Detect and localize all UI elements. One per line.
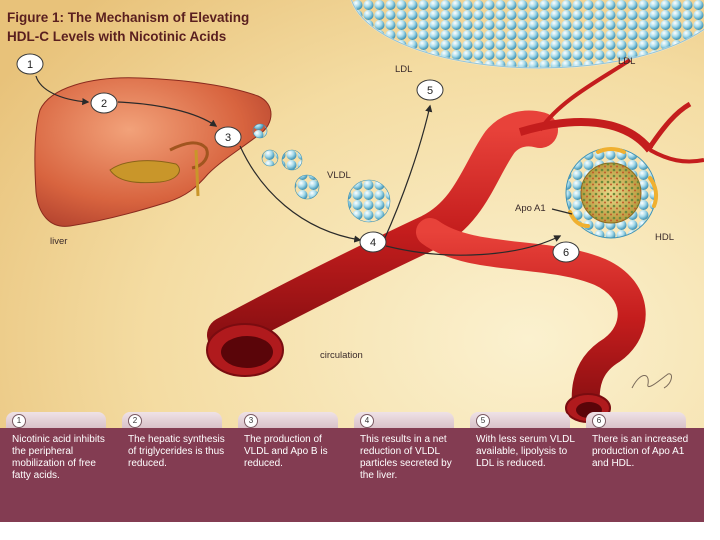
figure-title: Figure 1: The Mechanism of Elevating HDL… xyxy=(7,8,249,46)
step-marker-2-label: 2 xyxy=(101,98,107,110)
step-panel-5-number: 5 xyxy=(476,414,490,428)
apo-a1-leader xyxy=(551,208,573,215)
ldl-large-particle xyxy=(350,0,704,69)
step-panel-3-tab xyxy=(238,412,338,428)
step-panel-5-text: With less serum VLDL available, lipolysi… xyxy=(476,434,575,469)
figure: 1 2 3 4 5 6 xyxy=(0,0,704,522)
blood-vessel xyxy=(206,58,704,423)
step-panel-6: 6 There is an increased production of Ap… xyxy=(580,412,694,522)
step-marker-4-label: 4 xyxy=(370,237,376,249)
label-ldl-right: LDL xyxy=(618,56,636,67)
step-panel-4-tab xyxy=(354,412,454,428)
step-panel-6-text: There is an increased production of Apo … xyxy=(592,434,689,469)
step-panel-4: 4 This results in a net reduction of VLD… xyxy=(348,412,462,522)
step-marker-6: 6 xyxy=(552,241,580,263)
caption-band-highlight xyxy=(0,428,704,522)
step-panel-5-tab xyxy=(470,412,570,428)
arrow-2-to-3 xyxy=(117,101,218,127)
caption-band xyxy=(0,428,704,522)
step-panel-2: 2 The hepatic synthesis of triglycerides… xyxy=(116,412,230,522)
step-marker-1-label: 1 xyxy=(27,59,33,71)
step-panel-3-number: 3 xyxy=(244,414,258,428)
step-panel-5: 5 With less serum VLDL available, lipoly… xyxy=(464,412,578,522)
figure-title-line-2: HDL-C Levels with Nicotinic Acids xyxy=(7,29,227,44)
step-panel-3: 3 The production of VLDL and Apo B is re… xyxy=(232,412,346,522)
step-marker-2: 2 xyxy=(90,92,118,114)
step-panel-2-tab xyxy=(122,412,222,428)
step-marker-4: 4 xyxy=(359,231,387,253)
label-circulation: circulation xyxy=(320,350,363,361)
label-apo-a1: Apo A1 xyxy=(515,203,546,214)
step-marker-3: 3 xyxy=(214,126,242,148)
step-marker-3-label: 3 xyxy=(225,132,231,144)
step-panel-2-number: 2 xyxy=(128,414,142,428)
step-panel-2-text: The hepatic synthesis of triglycerides i… xyxy=(128,434,225,469)
liver-illustration xyxy=(34,77,272,227)
step-panel-4-text: This results in a net reduction of VLDL … xyxy=(360,434,452,481)
step-panel-1: 1 Nicotinic acid inhibits the peripheral… xyxy=(0,412,114,522)
artist-signature xyxy=(631,373,672,389)
step-marker-5-label: 5 xyxy=(427,85,433,97)
step-panel-3-text: The production of VLDL and Apo B is redu… xyxy=(244,434,328,469)
vldl-particles xyxy=(252,123,391,223)
arrow-4-to-5 xyxy=(383,104,433,241)
step-panel-6-tab xyxy=(586,412,686,428)
step-marker-6-label: 6 xyxy=(563,247,569,259)
label-ldl-top: LDL xyxy=(395,64,413,75)
step-marker-5: 5 xyxy=(416,79,444,101)
pathway-arrows xyxy=(35,75,573,256)
step-panel-6-number: 6 xyxy=(592,414,606,428)
label-hdl: HDL xyxy=(655,232,675,243)
step-panel-1-tab xyxy=(6,412,106,428)
arrow-3-to-4 xyxy=(239,145,362,243)
step-panel-4-number: 4 xyxy=(360,414,374,428)
illustration: 1 2 3 4 5 6 xyxy=(0,0,704,522)
arrow-1-to-2 xyxy=(35,75,90,106)
step-panel-1-number: 1 xyxy=(12,414,26,428)
figure-title-line-1: Figure 1: The Mechanism of Elevating xyxy=(7,10,250,25)
step-panel-1-text: Nicotinic acid inhibits the peripheral m… xyxy=(12,434,105,481)
label-vldl: VLDL xyxy=(327,170,351,181)
hdl-particle xyxy=(565,147,659,239)
step-marker-group: 1 2 3 4 5 6 xyxy=(16,53,580,263)
label-liver: liver xyxy=(50,236,68,247)
arrow-4-to-6 xyxy=(385,235,562,256)
step-marker-1: 1 xyxy=(16,53,44,75)
